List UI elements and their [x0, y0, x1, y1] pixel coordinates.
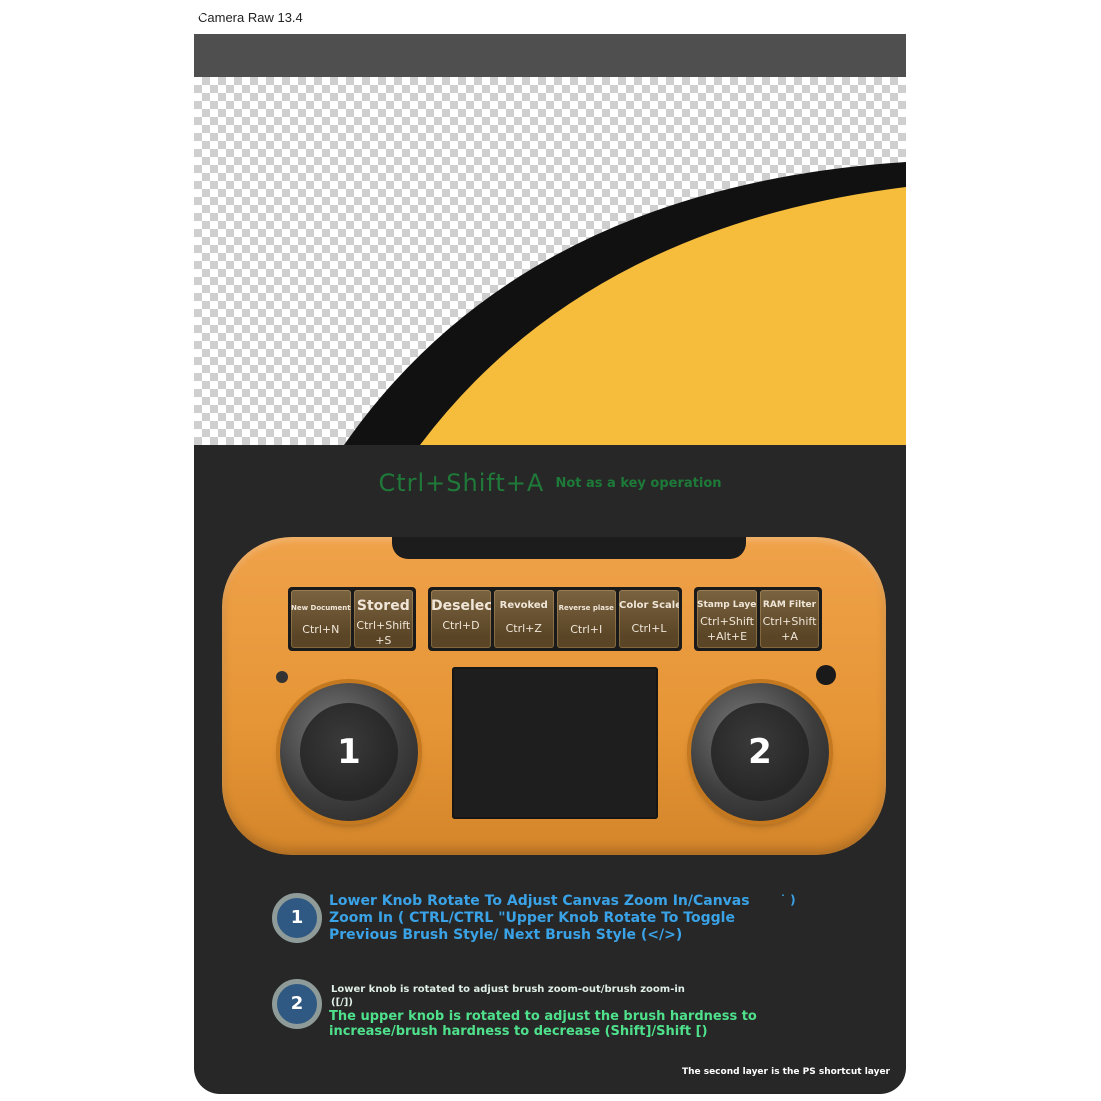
key-revoked[interactable]: Revoked Ctrl+Z: [494, 590, 554, 648]
key-label: Color Scale: [619, 600, 679, 611]
shortcut-combo: Ctrl+Shift+A: [378, 469, 545, 497]
key-label: RAM Filter: [762, 600, 817, 610]
key-group-layer: Stamp Layer Ctrl+Shift+Alt+E RAM Filter …: [694, 587, 822, 651]
key-new-document[interactable]: New Document Ctrl+N: [291, 590, 351, 648]
key-combo: Ctrl+Shift+A: [762, 615, 817, 643]
key-label: New Document: [291, 604, 351, 612]
knob2-line2: ([/]): [331, 997, 353, 1008]
badge-2: 2: [272, 979, 322, 1029]
device-notch: [392, 537, 746, 559]
knob-right[interactable]: 2: [691, 683, 829, 821]
macro-keypad: New Document Ctrl+N Stored Ctrl+Shift+S …: [222, 537, 886, 855]
knob2-description-small: Lower knob is rotated to adjust brush zo…: [331, 983, 751, 1009]
key-stamp-layer[interactable]: Stamp Layer Ctrl+Shift+Alt+E: [697, 590, 757, 648]
key-label: Stamp Layer: [697, 600, 757, 610]
display-screen: [452, 667, 658, 819]
window-title: Camera Raw 13.4: [194, 6, 906, 34]
key-combo: Ctrl+L: [631, 622, 667, 635]
knob-label: 2: [711, 703, 809, 801]
knob-label: 1: [300, 703, 398, 801]
badge-1: 1: [272, 893, 322, 943]
canvas[interactable]: [194, 77, 906, 445]
app-window: Camera Raw 13.4 Ctrl+Shift+A Not as a ke…: [194, 6, 906, 1094]
key-group-edit: Deselect Ctrl+D Revoked Ctrl+Z Reverse p…: [428, 587, 682, 651]
key-deselect[interactable]: Deselect Ctrl+D: [431, 590, 491, 648]
layer-note: The second layer is the PS shortcut laye…: [681, 1067, 890, 1077]
key-ram-filter[interactable]: RAM Filter Ctrl+Shift+A: [760, 590, 819, 648]
knob1-hint: ˙ ): [780, 893, 796, 907]
key-group-file: New Document Ctrl+N Stored Ctrl+Shift+S: [288, 587, 416, 651]
key-combo: Ctrl+I: [570, 623, 603, 636]
key-label: Stored: [356, 598, 410, 614]
knob2-line1: Lower knob is rotated to adjust brush zo…: [331, 984, 685, 995]
key-stored[interactable]: Stored Ctrl+Shift+S: [353, 590, 413, 648]
canvas-artwork: [344, 162, 906, 445]
toolbar: [194, 34, 906, 77]
indicator-led-right: [816, 665, 836, 685]
artwork-fill: [420, 187, 906, 445]
knob1-description: Lower Knob Rotate To Adjust Canvas Zoom …: [329, 893, 750, 943]
key-reverse-phase[interactable]: Reverse plase Ctrl+I: [556, 590, 616, 648]
key-combo: Ctrl+Shift+Alt+E: [700, 615, 754, 643]
key-label: Reverse plase: [558, 604, 614, 612]
key-combo: Ctrl+Shift+S: [356, 619, 411, 647]
key-combo: Ctrl+D: [442, 619, 480, 632]
knob2-description: The upper knob is rotated to adjust the …: [329, 1009, 757, 1039]
key-color-scale[interactable]: Color Scale Ctrl+L: [619, 590, 679, 648]
key-label: Deselect: [431, 598, 491, 614]
knob-left[interactable]: 1: [280, 683, 418, 821]
instruction-panel: Ctrl+Shift+A Not as a key operation New …: [194, 445, 906, 1094]
indicator-led-left: [276, 671, 288, 683]
key-label: Revoked: [499, 600, 548, 611]
key-combo: Ctrl+N: [302, 623, 340, 636]
shortcut-header: Ctrl+Shift+A Not as a key operation: [194, 469, 906, 497]
shortcut-note: Not as a key operation: [555, 476, 722, 491]
key-combo: Ctrl+Z: [505, 622, 542, 635]
